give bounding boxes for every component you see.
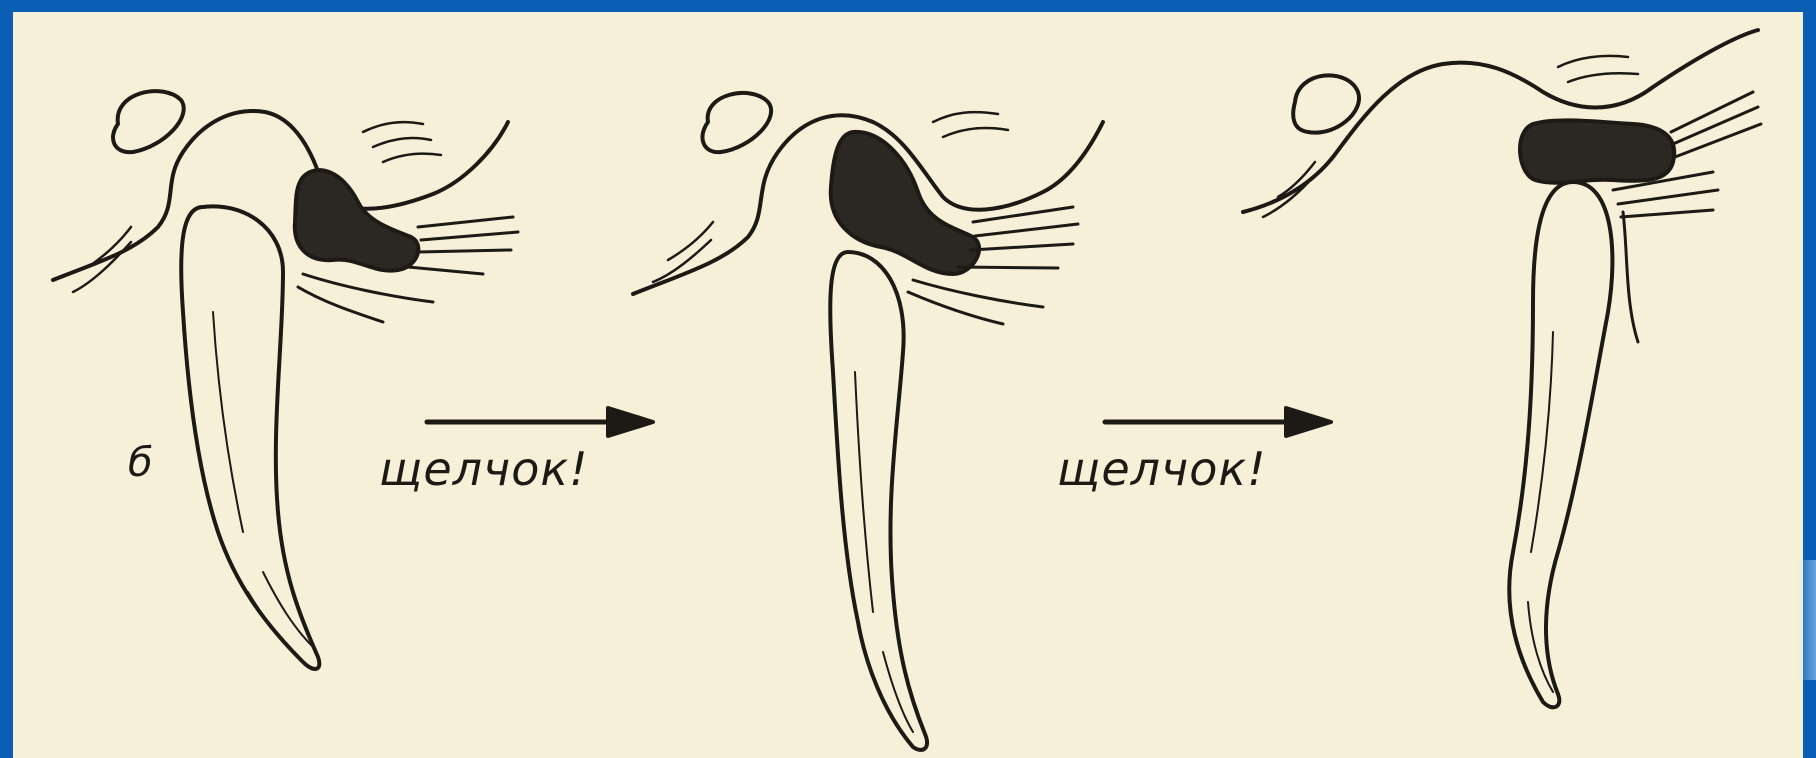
stage-3-hatch <box>1568 73 1638 82</box>
stage-1-hatch <box>88 227 131 267</box>
stage-2-shade <box>855 372 873 612</box>
step-caption-2: щелчок! <box>1057 442 1267 496</box>
stage-3-condyle <box>1509 182 1612 707</box>
stage-1-fibre <box>418 217 513 227</box>
stage-3-disc <box>1520 120 1674 182</box>
stage-3-tubercle-loop <box>1293 75 1359 132</box>
stage-1-hatch <box>363 122 423 132</box>
stage-3-ligament <box>1623 212 1638 342</box>
edge-glow-decoration <box>1796 560 1816 680</box>
stage-2-fibre <box>971 244 1073 250</box>
stage-1-joint <box>53 91 518 669</box>
stage-3-fibre <box>1618 190 1718 204</box>
stage-3-articular-surface <box>1243 30 1758 212</box>
arrow-1 <box>427 408 653 436</box>
stage-1-hatch <box>383 154 441 162</box>
stage-2-joint <box>633 93 1103 750</box>
arrow-2 <box>1105 408 1331 436</box>
stage-3-hatch <box>1558 56 1628 67</box>
stage-2-condyle <box>830 252 927 750</box>
stage-2-tubercle-loop <box>702 93 771 152</box>
stage-1-tubercle-loop <box>113 91 184 152</box>
stage-2-hatch <box>668 222 713 260</box>
stage-2-fibre <box>958 267 1058 268</box>
jaw-joint-drawing <box>13 12 1803 758</box>
stage-2-fibre <box>908 292 1003 324</box>
arrow-1-head <box>608 408 653 436</box>
stage-3-fibre <box>1675 124 1761 157</box>
stage-1-fibre <box>408 267 483 274</box>
stage-1-condyle <box>181 206 319 669</box>
stage-3-fibre <box>1621 210 1713 217</box>
stage-2-hatch <box>933 112 998 122</box>
stage-1-fibre <box>303 274 433 302</box>
step-caption-1: щелчок! <box>379 442 589 496</box>
stage-1-fibre <box>421 232 518 240</box>
stage-1-shade <box>213 312 243 532</box>
panel-letter: б <box>128 440 154 486</box>
stage-1-shade <box>263 572 313 647</box>
stage-1-disc <box>295 170 419 271</box>
drawing-paper: б щелчок! щелчок! <box>13 12 1803 758</box>
stage-1-fibre <box>418 250 511 252</box>
arrow-2-head <box>1286 408 1331 436</box>
stage-2-hatch <box>943 128 1008 137</box>
stage-1-hatch <box>373 138 431 147</box>
stage-2-fibre <box>975 224 1078 236</box>
stage-3-shade <box>1531 332 1553 552</box>
stage-3-joint <box>1243 30 1761 707</box>
